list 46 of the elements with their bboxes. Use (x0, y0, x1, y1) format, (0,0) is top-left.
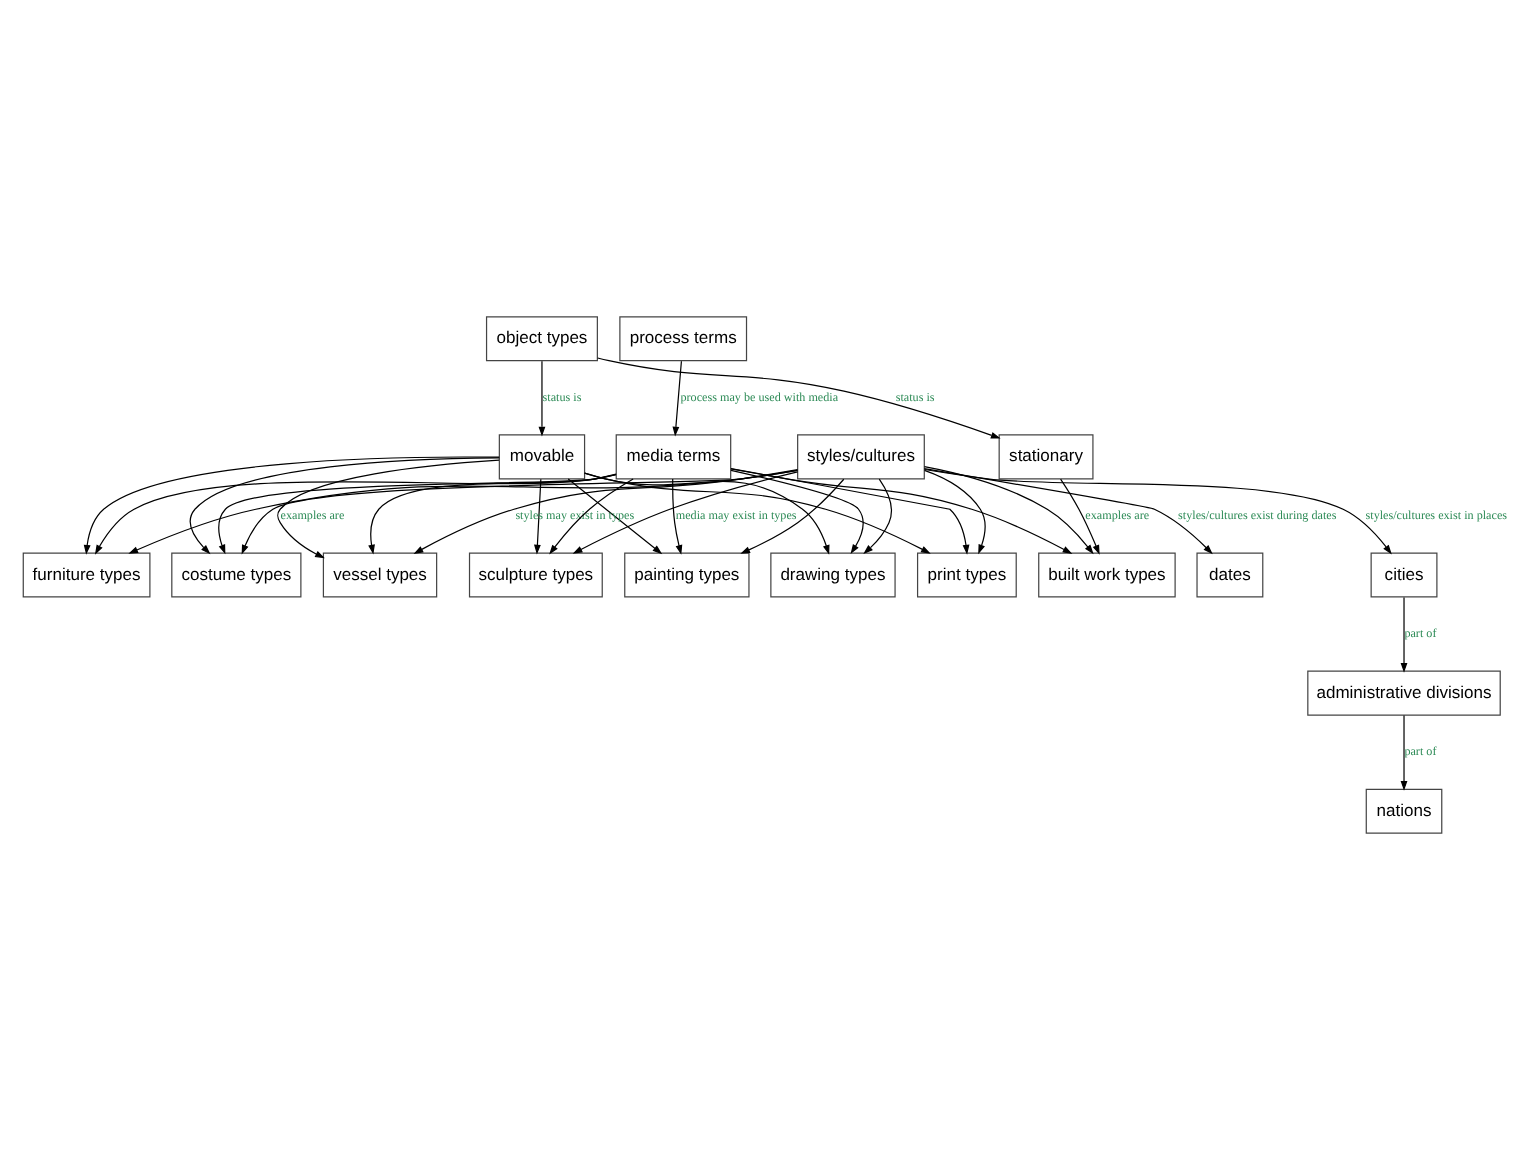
arrow (1060, 478, 1100, 555)
arrow (923, 468, 1213, 555)
node-box: administrative divisions (1307, 670, 1501, 716)
arrow (730, 469, 864, 555)
node-box: drawing types (770, 552, 896, 598)
arrow (730, 468, 970, 555)
arrow (672, 478, 683, 555)
node-box: stationary (998, 434, 1094, 480)
arrow (924, 468, 1392, 555)
arrow (83, 456, 500, 555)
arrow (128, 469, 798, 554)
arrow (538, 360, 546, 437)
node-box: movable (498, 434, 586, 480)
arrow (368, 473, 617, 555)
arrow (923, 465, 1094, 555)
node-box: process terms (619, 316, 748, 362)
arrow (413, 468, 799, 554)
node-box: nations (1365, 788, 1443, 834)
node-box: styles/cultures (797, 434, 925, 480)
arrow (1400, 714, 1408, 791)
arrow (672, 360, 682, 437)
arrow (218, 474, 617, 555)
arrow (1400, 596, 1408, 673)
arrow (534, 478, 542, 555)
node-box: furniture types (22, 552, 151, 598)
arrow (597, 357, 1001, 439)
node-box: painting types (624, 552, 750, 598)
arrow (923, 469, 986, 555)
node-box: built work types (1038, 552, 1176, 598)
arrow (572, 471, 799, 554)
arrow (94, 474, 617, 555)
node-box: dates (1196, 552, 1264, 598)
node-box: sculpture types (468, 552, 603, 598)
node-box: cities (1370, 552, 1438, 598)
node-box: media terms (615, 434, 732, 480)
arrow (241, 469, 798, 555)
arrow (583, 472, 931, 554)
node-box: print types (917, 552, 1017, 598)
arrow (277, 459, 500, 559)
arrow (740, 478, 845, 554)
arrow (863, 478, 892, 555)
arrow (189, 457, 500, 555)
node-box: costume types (171, 552, 302, 598)
node-box: object types (485, 316, 598, 362)
node-box: vessel types (322, 552, 438, 598)
arrow (730, 468, 1073, 554)
